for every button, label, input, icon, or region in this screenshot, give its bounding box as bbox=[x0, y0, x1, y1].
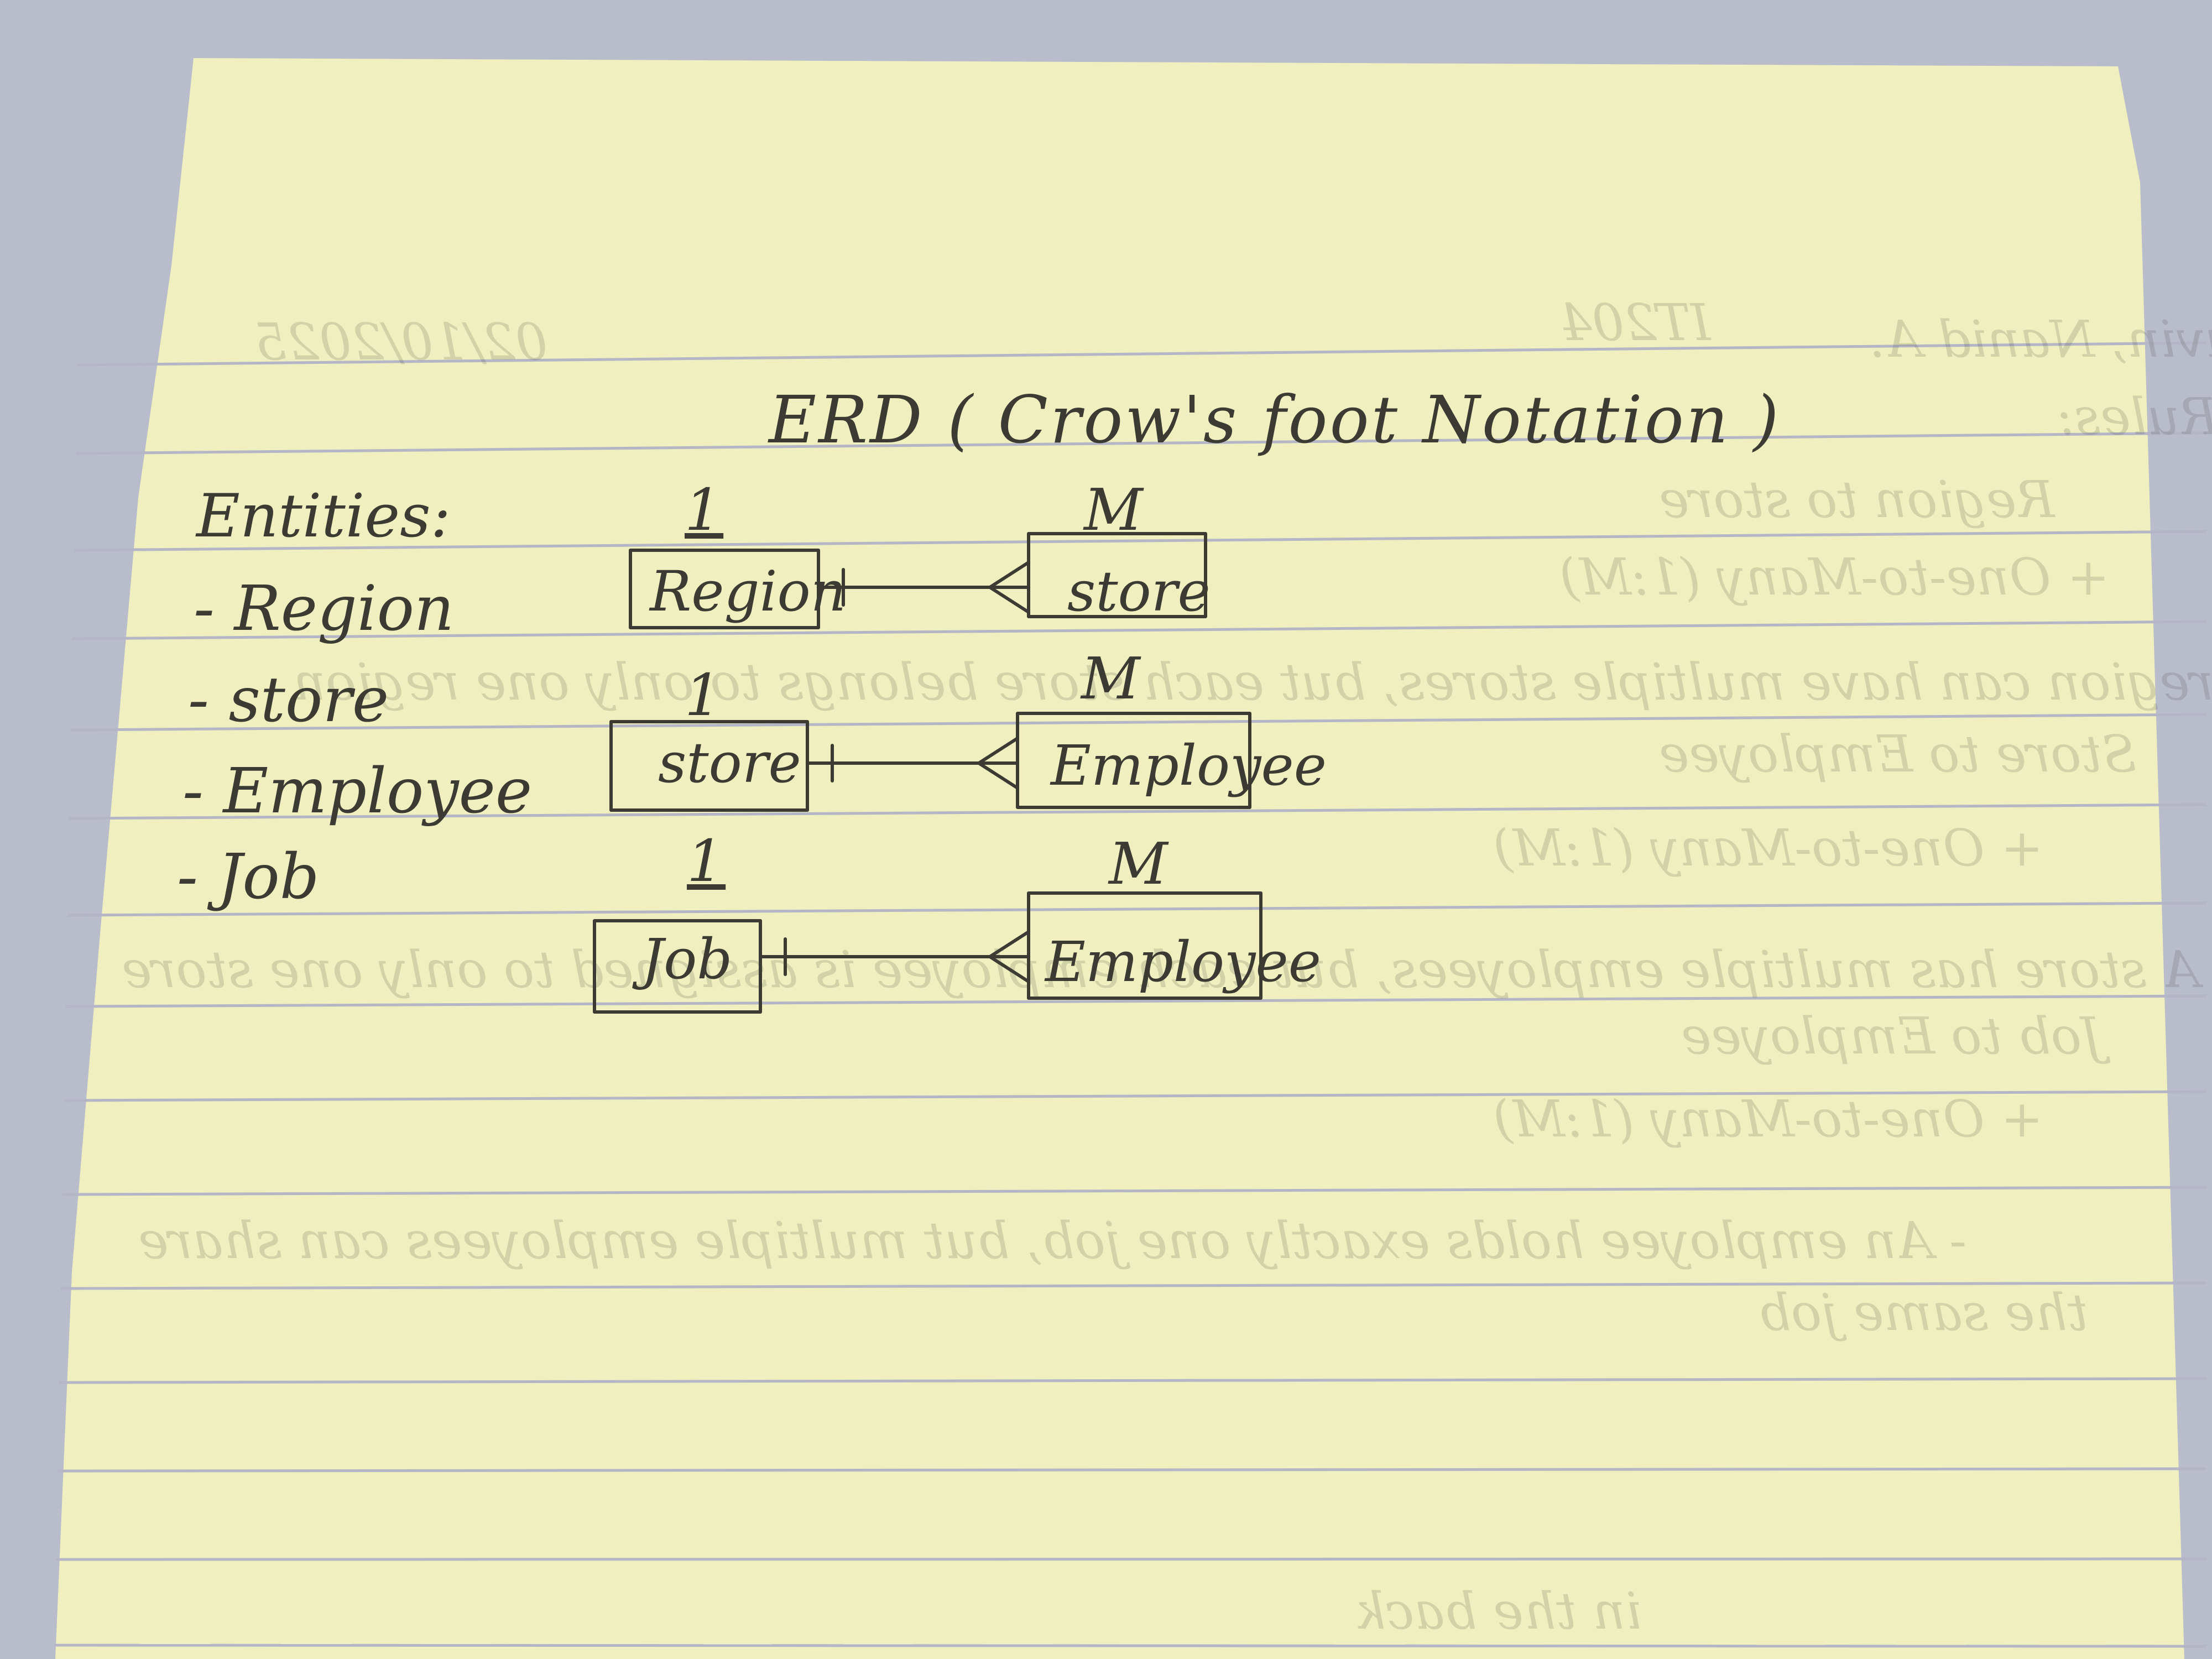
bleed-line: Region to store bbox=[1659, 470, 2055, 529]
cardinality-many: M bbox=[1109, 830, 1170, 898]
entity-box bbox=[1016, 712, 1251, 809]
entity-box bbox=[609, 720, 809, 812]
crows-foot-mark bbox=[977, 737, 1019, 790]
bleed-header-date: 02/10/2025 bbox=[254, 312, 548, 372]
rule-line bbox=[75, 431, 2207, 455]
entity-list-item-job: - Job bbox=[177, 841, 320, 913]
diagram-title: ERD ( Crow's foot Notation ) bbox=[769, 382, 1781, 458]
rule-line bbox=[64, 1090, 2207, 1102]
paper-sheet bbox=[55, 58, 2184, 1659]
bleed-header-name: Gavin, Nanid A. bbox=[1869, 310, 2212, 369]
rule-line bbox=[62, 1186, 2207, 1196]
bleed-line: - A region can have multiple stores, but… bbox=[293, 653, 2212, 712]
bleed-line: + One-to-Many (1:M) bbox=[1493, 818, 2044, 878]
bleed-line: + One-to-Many (1:M) bbox=[1559, 547, 2110, 607]
entity-label-store: store bbox=[658, 731, 801, 795]
entity-label-store: store bbox=[1067, 559, 1211, 624]
entity-label-employee: Employee bbox=[1045, 930, 1321, 994]
entities-heading: Entities: bbox=[196, 482, 451, 551]
rule-line bbox=[59, 1377, 2207, 1384]
cardinality-many: M bbox=[1084, 476, 1145, 544]
crows-foot-mark bbox=[988, 930, 1030, 983]
rule-line bbox=[60, 1281, 2207, 1290]
entity-box bbox=[593, 919, 762, 1014]
rule-line bbox=[67, 901, 2207, 917]
entity-label-region: Region bbox=[650, 559, 847, 624]
entity-label-job: Job bbox=[641, 927, 733, 992]
bleed-line: in the back bbox=[1355, 1582, 1642, 1641]
cardinality-many: M bbox=[1081, 645, 1142, 712]
bleed-line: + One-to-Many (1:M) bbox=[1493, 1089, 2044, 1149]
bleed-line: Store to Employee bbox=[1659, 724, 2137, 784]
ruled-lines bbox=[54, 341, 2207, 1648]
erd-diagram bbox=[593, 532, 1262, 1014]
rule-line bbox=[77, 341, 2207, 367]
bleed-line: - An employee holds exactly one job, but… bbox=[138, 1211, 1967, 1270]
bleed-header-course: IT204 bbox=[1559, 293, 1711, 352]
rule-line bbox=[70, 713, 2207, 732]
entity-list-item-store: - store bbox=[188, 664, 389, 736]
bleed-line: Rules: bbox=[2057, 387, 2212, 446]
rule-line bbox=[72, 620, 2207, 640]
crows-foot-mark bbox=[988, 561, 1030, 614]
cardinality-one: 1 bbox=[685, 661, 724, 729]
entity-box bbox=[1027, 891, 1262, 1000]
rule-line bbox=[69, 803, 2207, 820]
entity-label-employee: Employee bbox=[1051, 733, 1327, 798]
rule-line bbox=[65, 994, 2207, 1008]
entity-list-item-region: - Region bbox=[194, 573, 455, 645]
rule-line bbox=[54, 1644, 2207, 1648]
bleed-line: the same job bbox=[1759, 1283, 2088, 1342]
rule-line bbox=[74, 530, 2207, 552]
entity-list-item-employee: - Employee bbox=[182, 755, 533, 827]
bleed-line: Job to Employee bbox=[1681, 1006, 2102, 1066]
cardinality-one: 1 bbox=[685, 476, 724, 544]
rule-line bbox=[57, 1467, 2207, 1473]
entity-box bbox=[1027, 532, 1207, 618]
cardinality-one: 1 bbox=[687, 827, 726, 895]
